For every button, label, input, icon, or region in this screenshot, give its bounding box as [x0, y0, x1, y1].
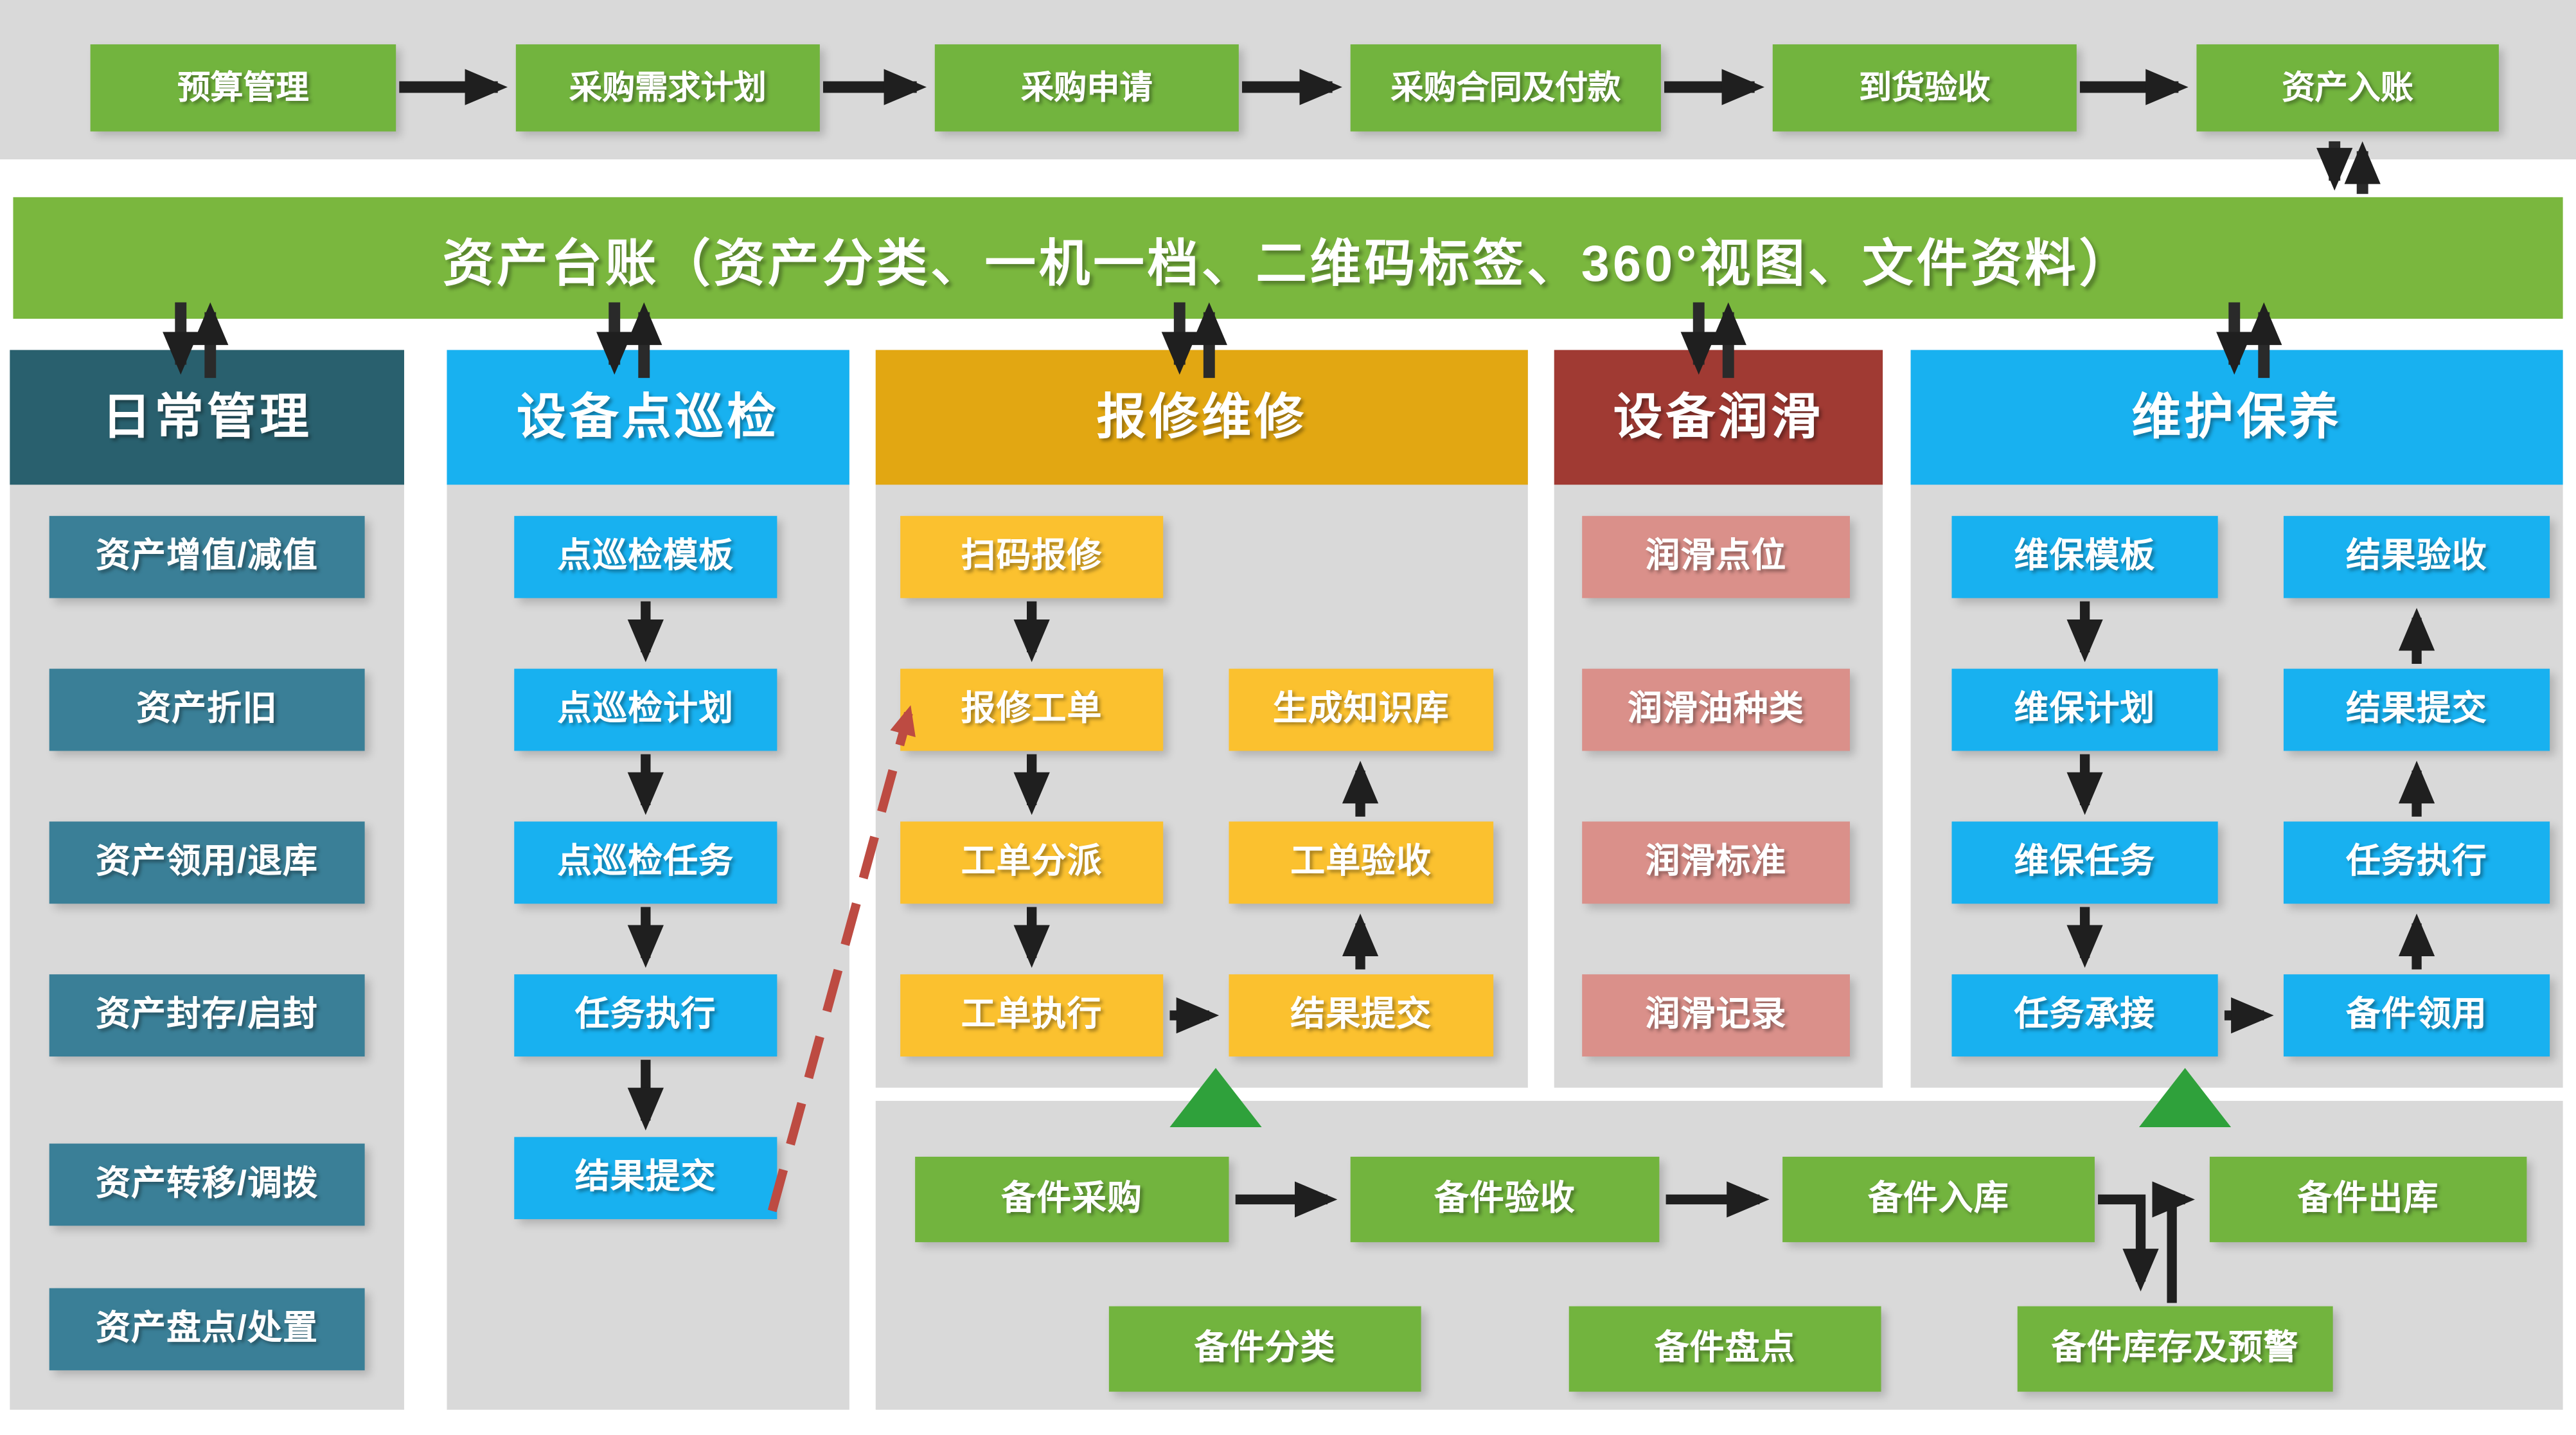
inspection-execute-box: 任务执行	[514, 974, 777, 1057]
spare-category-box: 备件分类	[1108, 1306, 1421, 1392]
maint-result-submit-box: 结果提交	[2283, 668, 2550, 751]
daily-item-issue-return: 资产领用/退库	[49, 821, 365, 904]
repair-scan-report-box: 扫码报修	[900, 515, 1164, 598]
lube-record-box: 润滑记录	[1582, 974, 1850, 1057]
inspection-submit-box: 结果提交	[514, 1137, 777, 1220]
maint-result-accept-box: 结果验收	[2283, 515, 2550, 598]
asset-ledger-banner: 资产台账（资产分类、一机一档、二维码标签、360°视图、文件资料）	[13, 197, 2563, 319]
daily-item-seal-unseal: 资产封存/启封	[49, 974, 365, 1057]
spare-inbound-box: 备件入库	[1782, 1156, 2095, 1242]
flow-step-procurement-request: 采购申请	[934, 44, 1239, 132]
spare-acceptance-box: 备件验收	[1350, 1156, 1660, 1242]
inspection-task-box: 点巡检任务	[514, 821, 777, 904]
repair-work-order-box: 报修工单	[900, 668, 1164, 751]
spare-stock-warning-box: 备件库存及预警	[2017, 1306, 2333, 1392]
maint-task-accept-box: 任务承接	[1951, 974, 2218, 1057]
repair-order-dispatch-box: 工单分派	[900, 821, 1164, 904]
maint-task-execute-box: 任务执行	[2283, 821, 2550, 904]
daily-item-inventory-disposal: 资产盘点/处置	[49, 1288, 365, 1371]
repair-knowledge-base-box: 生成知识库	[1229, 668, 1494, 751]
repair-order-execute-box: 工单执行	[900, 974, 1164, 1057]
spare-outbound-box: 备件出库	[2209, 1156, 2527, 1242]
flow-step-budget-management: 预算管理	[90, 44, 396, 132]
header-daily-management: 日常管理	[10, 350, 404, 485]
daily-item-transfer-allocation: 资产转移/调拨	[49, 1143, 365, 1226]
maint-task-box: 维保任务	[1951, 821, 2218, 904]
lube-oil-type-box: 润滑油种类	[1582, 668, 1850, 751]
header-inspection: 设备点巡检	[447, 350, 849, 485]
lube-standard-box: 润滑标准	[1582, 821, 1850, 904]
inspection-template-box: 点巡检模板	[514, 515, 777, 598]
daily-item-appreciation-depreciation: 资产增值/减值	[49, 515, 365, 598]
repair-result-submit-box: 结果提交	[1229, 974, 1494, 1057]
maint-spare-issue-box: 备件领用	[2283, 974, 2550, 1057]
flow-step-contract-and-payment: 采购合同及付款	[1350, 44, 1661, 132]
spare-purchase-box: 备件采购	[915, 1156, 1229, 1242]
maint-plan-box: 维保计划	[1951, 668, 2218, 751]
flow-step-asset-booking: 资产入账	[2196, 44, 2499, 132]
spare-inventory-box: 备件盘点	[1568, 1306, 1881, 1392]
repair-order-accept-box: 工单验收	[1229, 821, 1494, 904]
lube-point-box: 润滑点位	[1582, 515, 1850, 598]
flow-step-arrival-acceptance: 到货验收	[1772, 44, 2077, 132]
header-maintenance: 维护保养	[1910, 350, 2563, 485]
daily-item-asset-depreciation: 资产折旧	[49, 668, 365, 751]
header-repair: 报修维修	[875, 350, 1528, 485]
inspection-plan-box: 点巡检计划	[514, 668, 777, 751]
flow-step-procurement-demand-plan: 采购需求计划	[515, 44, 820, 132]
maint-template-box: 维保模板	[1951, 515, 2218, 598]
header-lubrication: 设备润滑	[1554, 350, 1883, 485]
